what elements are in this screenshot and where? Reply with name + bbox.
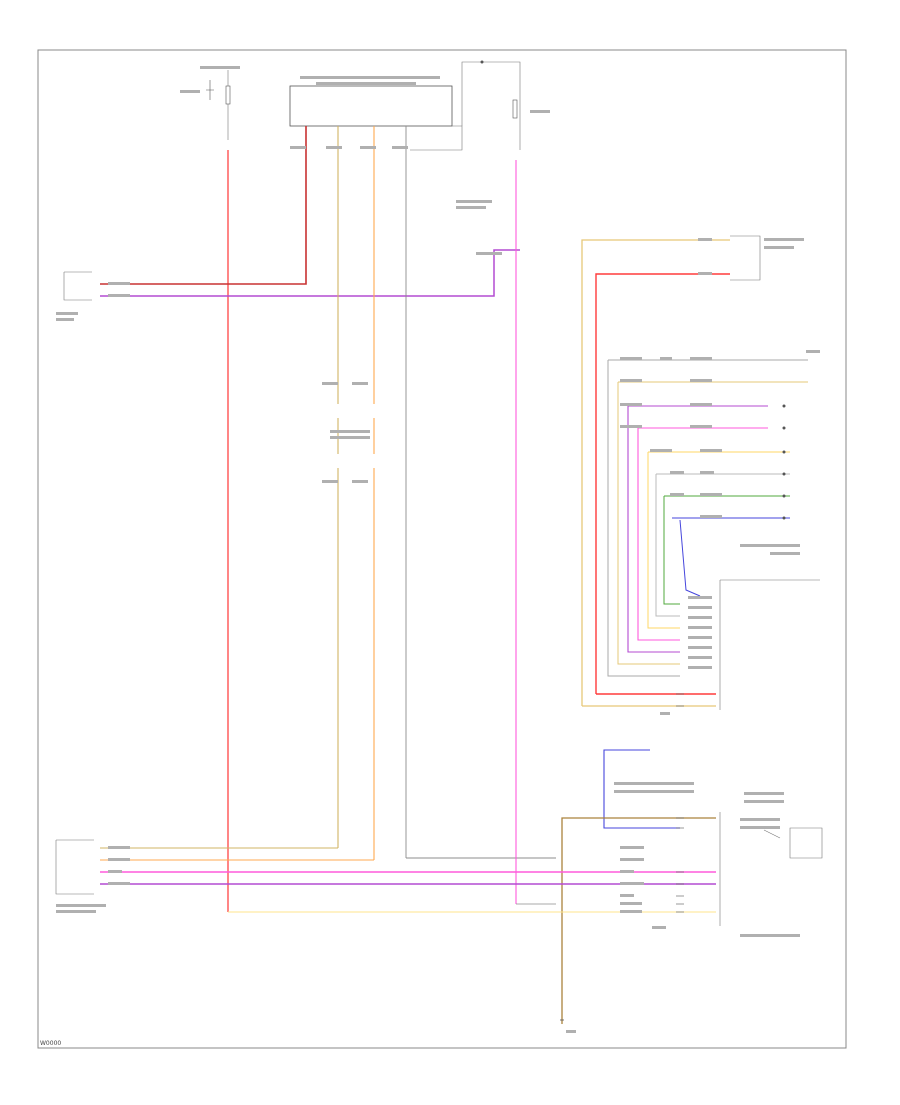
diagram-frame [37,49,847,1049]
wire-dark-red [100,126,307,285]
left-fuse [225,85,231,105]
relay-box [730,235,761,281]
wire-red-relay [595,273,730,694]
footer-code: W0000 [40,1040,61,1047]
wire-yellow-2 [647,451,790,629]
wire-blue-loop [603,749,680,829]
top-right-wire [461,61,521,150]
right-fuse [512,99,518,119]
wire-violet [100,249,520,297]
selector-switch [763,827,823,859]
wire-yellow-relay [581,239,730,706]
wire-green-2 [663,495,790,605]
top-module-bracket [410,125,463,151]
wire-violet-2 [627,405,768,653]
left-fuse-bracket [206,80,214,100]
top-control-module [289,85,453,127]
transmission-range-sensor [719,579,820,710]
wire-tan-2 [617,381,808,665]
brake-switch [63,271,92,301]
wire-blue-2 [672,517,790,597]
wire-brown-ground [561,817,716,1024]
transmission-control-module [55,839,94,895]
